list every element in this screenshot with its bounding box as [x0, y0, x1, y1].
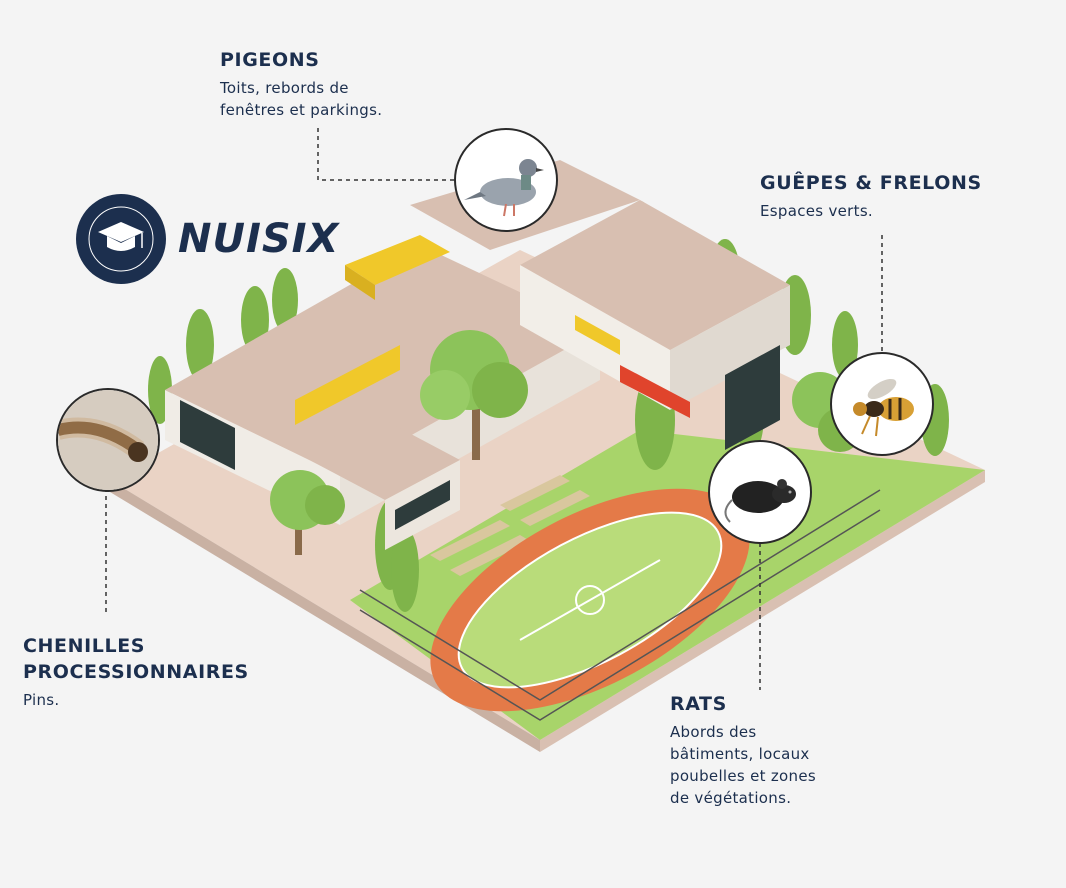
- rats-desc: Abords des bâtiments, locaux poubelles e…: [670, 723, 816, 807]
- pigeon-icon: [464, 159, 544, 217]
- chenilles-title: CHENILLES PROCESSIONNAIRES: [23, 635, 249, 683]
- rat-icon: [724, 479, 796, 523]
- chenilles-desc: Pins.: [23, 691, 60, 709]
- label-rats: RATS Abords des bâtiments, locaux poubel…: [670, 691, 816, 809]
- label-pigeons: PIGEONS Toits, rebords de fenêtres et pa…: [220, 47, 382, 121]
- leader-lines: [105, 128, 883, 690]
- hornet-photo: [830, 352, 934, 456]
- guepes-title: GUÊPES & FRELONS: [760, 172, 982, 194]
- benches: [430, 475, 590, 576]
- label-chenilles: CHENILLES PROCESSIONNAIRES Pins.: [23, 633, 249, 711]
- seal-icon: [76, 194, 166, 284]
- sports-field: [430, 488, 750, 712]
- pigeons-desc: Toits, rebords de fenêtres et parkings.: [220, 79, 383, 119]
- caterpillar-photo: [56, 388, 160, 492]
- brand-name: NUISIX: [178, 216, 340, 262]
- pigeons-title: PIGEONS: [220, 49, 320, 71]
- label-guepes: GUÊPES & FRELONS Espaces verts.: [760, 170, 982, 222]
- pigeon-photo: [454, 128, 558, 232]
- rat-photo: [708, 440, 812, 544]
- fence: [359, 489, 881, 721]
- hornet-icon: [853, 378, 914, 437]
- caterpillar-icon: [58, 390, 158, 490]
- guepes-desc: Espaces verts.: [760, 202, 874, 220]
- rats-title: RATS: [670, 693, 727, 715]
- nuisix-logo: NUISIX: [74, 192, 339, 286]
